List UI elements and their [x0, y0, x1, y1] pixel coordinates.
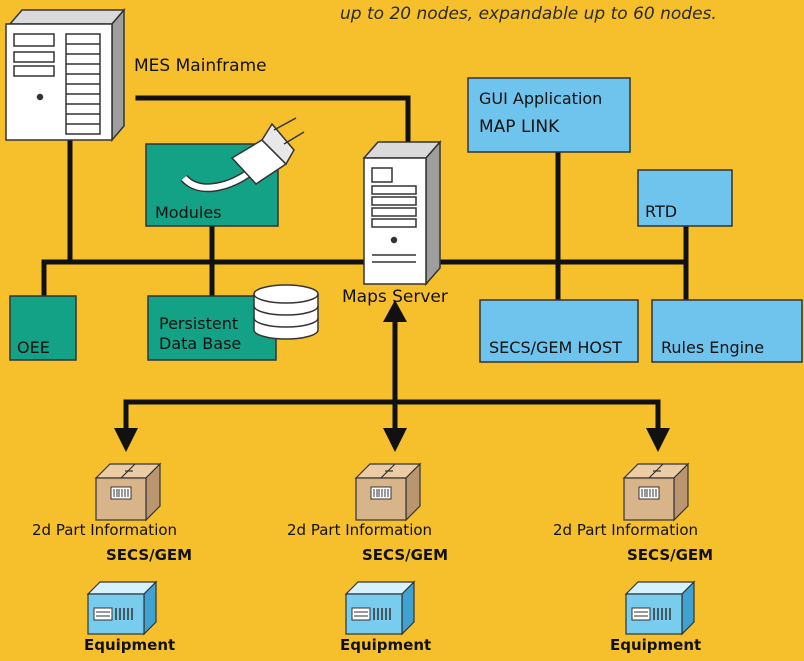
- plug-icon: [180, 117, 305, 193]
- package-icon: [623, 463, 689, 521]
- maps-server-label: Maps Server: [342, 287, 448, 307]
- equipment-icon: [345, 581, 415, 635]
- persistent-db-label: Persistent Data Base: [159, 314, 241, 354]
- equipment-icon: [625, 581, 695, 635]
- secs-gem-label: SECS/GEM: [362, 546, 449, 564]
- arrow-up-icon: [383, 300, 407, 322]
- secs-gem-label: SECS/GEM: [627, 546, 714, 564]
- arrow-down-icon: [646, 428, 670, 452]
- oee-label: OEE: [17, 338, 50, 357]
- map-link-label: MAP LINK: [479, 117, 560, 137]
- part-information-label: 2d Part Information: [553, 521, 699, 539]
- gui-application-box: [467, 77, 631, 153]
- arrow-down-icon: [114, 428, 138, 452]
- secs-gem-label: SECS/GEM: [106, 546, 193, 564]
- equipment-label: Equipment: [84, 636, 176, 654]
- server-tower-icon: [362, 140, 442, 286]
- database-icon: [253, 284, 319, 340]
- rules-engine-box: [651, 299, 803, 363]
- connection-lines: [41, 95, 689, 433]
- mes-mainframe-label: MES Mainframe: [134, 56, 267, 76]
- persistent-db-label-line2: Data Base: [159, 334, 242, 353]
- rules-engine-label: Rules Engine: [661, 338, 765, 357]
- modules-label: Modules: [155, 203, 222, 222]
- secs-gem-host-box: [479, 299, 639, 363]
- oee-box: [9, 295, 77, 361]
- rtd-box: [637, 169, 733, 227]
- rtd-label: RTD: [645, 202, 678, 221]
- secs-gem-host-label: SECS/GEM HOST: [489, 338, 622, 357]
- part-information-label: 2d Part Information: [32, 521, 178, 539]
- gui-application-label: GUI Application: [479, 89, 603, 108]
- equipment-label: Equipment: [340, 636, 432, 654]
- part-information-label: 2d Part Information: [287, 521, 433, 539]
- package-icon: [355, 463, 421, 521]
- equipment-label: Equipment: [610, 636, 702, 654]
- caption-text: up to 20 nodes, expandable up to 60 node…: [340, 4, 717, 24]
- mainframe-tower-icon: [5, 7, 126, 143]
- arrowheads: [114, 300, 670, 452]
- package-icon: [95, 463, 161, 521]
- equipment-icon: [87, 581, 157, 635]
- persistent-db-label-line1: Persistent: [159, 314, 239, 333]
- arrow-down-icon: [383, 428, 407, 452]
